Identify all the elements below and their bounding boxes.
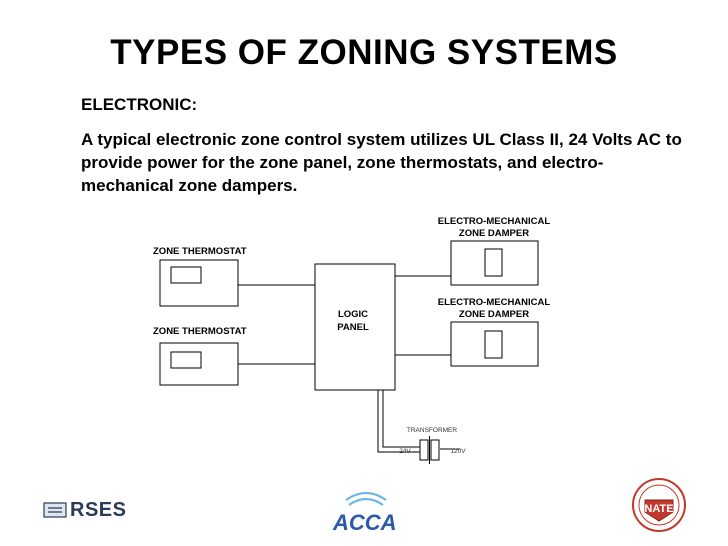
acca-logo: ACCA [333, 510, 397, 535]
transformer-label: TRANSFORMER [407, 427, 458, 434]
rses-logo: RSES [70, 499, 127, 521]
logic-panel-label-line1: LOGIC [338, 309, 368, 320]
damper-2-motor [484, 330, 503, 359]
logic-panel [314, 263, 396, 391]
damper-2-label-line1: ELECTRO-MECHANICAL [438, 297, 551, 308]
damper-1-label-line2: ZONE DAMPER [459, 228, 529, 239]
thermostat-2-label: ZONE THERMOSTAT [153, 326, 247, 337]
transformer [419, 436, 440, 464]
logic-panel-label-line2: PANEL [337, 322, 369, 333]
acca-logo-mark [345, 491, 387, 506]
slide-title: TYPES OF ZONING SYSTEMS [110, 33, 618, 72]
primary-voltage-label: 120V [450, 448, 466, 455]
nate-logo-text: NATE [644, 503, 673, 515]
damper-1-motor [484, 248, 503, 277]
section-subheading: ELECTRONIC: [81, 95, 198, 114]
secondary-voltage-label: 24V [399, 448, 411, 455]
wiring [238, 275, 460, 453]
damper-2-label-line2: ZONE DAMPER [459, 309, 529, 320]
damper-1-label-line1: ELECTRO-MECHANICAL [438, 216, 551, 227]
rses-logo-mark [43, 502, 67, 518]
thermostat-2-display [170, 351, 202, 369]
thermostat-1-label: ZONE THERMOSTAT [153, 246, 247, 257]
body-paragraph: A typical electronic zone control system… [81, 130, 682, 195]
thermostat-1-display [170, 266, 202, 284]
nate-logo: NATE [632, 478, 686, 532]
